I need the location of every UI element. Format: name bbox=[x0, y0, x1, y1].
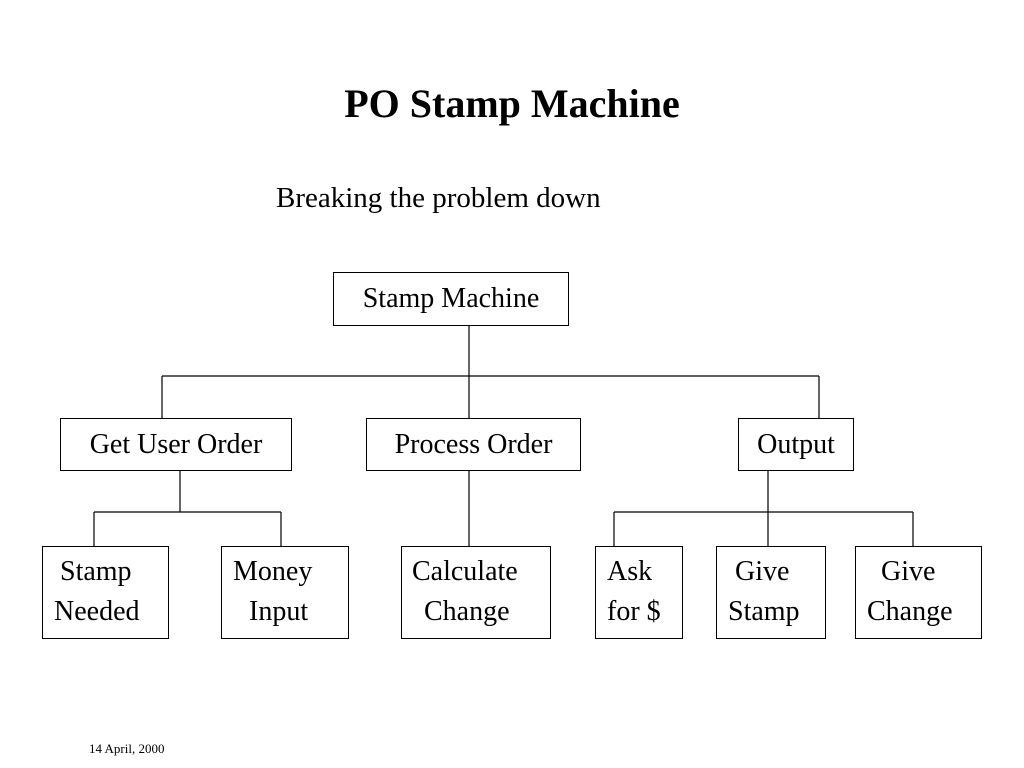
node-calculate-change-line2: Change bbox=[424, 596, 510, 627]
node-give-stamp: Give Stamp bbox=[716, 546, 826, 639]
node-calculate-change-line1: Calculate bbox=[412, 556, 518, 587]
node-give-change-line2: Change bbox=[867, 596, 953, 627]
node-stamp-machine-label: Stamp Machine bbox=[362, 283, 540, 314]
node-ask-for-money: Ask for $ bbox=[595, 546, 683, 639]
node-stamp-needed-line2: Needed bbox=[54, 596, 140, 627]
node-get-user-order-label: Get User Order bbox=[89, 428, 263, 460]
footer-date: 14 April, 2000 bbox=[89, 741, 165, 756]
node-give-change-line1: Give bbox=[881, 556, 936, 587]
node-process-order-label: Process Order bbox=[394, 428, 553, 460]
node-money-input: Money Input bbox=[221, 546, 349, 639]
node-give-change: Give Change bbox=[855, 546, 982, 639]
node-calculate-change: Calculate Change bbox=[401, 546, 551, 639]
node-process-order: Process Order bbox=[366, 418, 581, 471]
node-money-input-line1: Money bbox=[233, 556, 313, 587]
node-give-stamp-line2: Stamp bbox=[728, 596, 800, 627]
slide-title: PO Stamp Machine bbox=[344, 81, 680, 126]
node-stamp-needed: Stamp Needed bbox=[42, 546, 169, 639]
node-output-label: Output bbox=[757, 428, 835, 460]
node-ask-for-money-line2: for $ bbox=[607, 596, 661, 627]
node-ask-for-money-line1: Ask bbox=[607, 556, 653, 587]
slide-subtitle: Breaking the problem down bbox=[276, 182, 601, 214]
node-give-stamp-line1: Give bbox=[735, 556, 790, 587]
node-stamp-needed-line1: Stamp bbox=[60, 556, 132, 587]
node-stamp-machine: Stamp Machine bbox=[333, 272, 569, 326]
node-get-user-order: Get User Order bbox=[60, 418, 292, 471]
node-output: Output bbox=[738, 418, 854, 471]
node-money-input-line2: Input bbox=[249, 596, 309, 627]
